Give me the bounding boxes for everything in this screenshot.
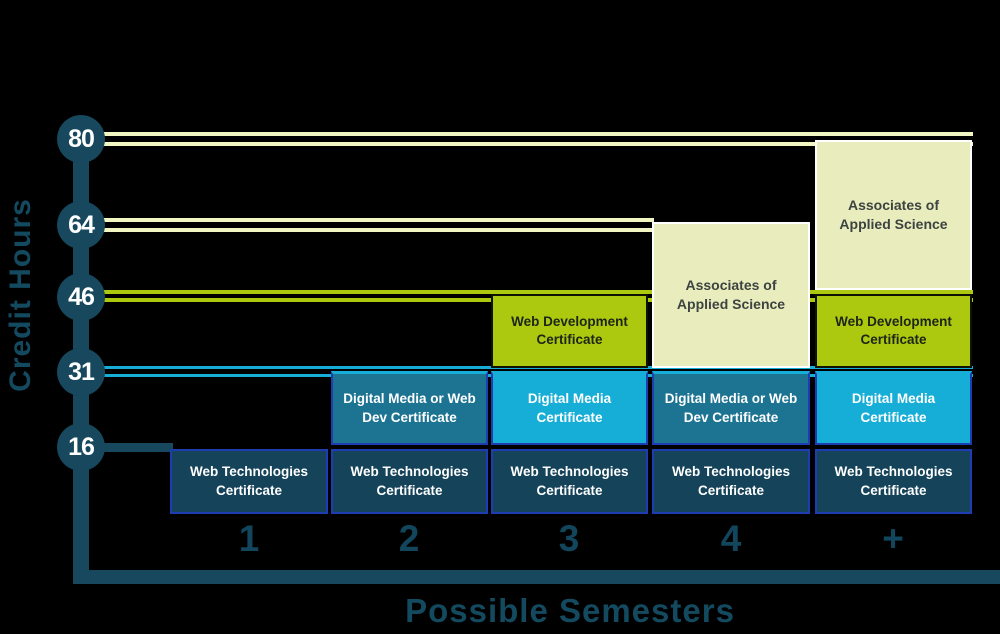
block-label-line: Web Technologies xyxy=(834,464,953,480)
y-tick-80: 80 xyxy=(57,115,105,163)
milestone-line-80 xyxy=(103,132,973,146)
block-label-line: Certificate xyxy=(860,482,927,498)
block-label-line: Web Technologies xyxy=(671,464,790,480)
y-tick-16: 16 xyxy=(57,423,105,471)
block-plus-digital-media: Digital Media Certificate xyxy=(815,371,972,445)
x-tick-plus: + xyxy=(882,518,904,559)
block-label-line: Certificate xyxy=(215,482,283,498)
block-label-line: Associates of xyxy=(847,197,940,214)
x-axis-title: Possible Semesters xyxy=(405,592,735,629)
block-sem3-web-technologies: Web Technologies Certificate xyxy=(491,449,648,514)
block-label-line: Web Development xyxy=(835,313,952,329)
block-label-line: Web Technologies xyxy=(510,464,629,480)
block-label-line: Digital Media or Web xyxy=(343,391,476,407)
x-tick-2: 2 xyxy=(398,518,420,559)
milestone-line-16 xyxy=(103,443,173,452)
block-label-line: Certificate xyxy=(536,332,603,347)
x-tick-4: 4 xyxy=(720,518,742,559)
block-label-line: Certificate xyxy=(376,482,443,498)
block-sem2-digital-media-or-web-dev: Digital Media or Web Dev Certificate xyxy=(331,371,488,445)
y-axis-title: Credit Hours xyxy=(4,198,37,392)
block-label-line: Certificate xyxy=(697,482,765,498)
block-label-line: Certificate xyxy=(860,409,927,425)
y-tick-31: 31 xyxy=(57,348,105,396)
block-label-line: Certificate xyxy=(536,482,603,498)
block-sem3-web-development: Web Development Certificate xyxy=(491,294,648,368)
block-label-line: Applied Science xyxy=(839,216,948,232)
block-label-line: Web Technologies xyxy=(350,464,469,480)
block-plus-web-development: Web Development Certificate xyxy=(815,294,972,368)
block-sem4-web-technologies: Web Technologies Certificate xyxy=(652,449,810,514)
block-label-line: Web Technologies xyxy=(189,464,308,480)
x-axis-line xyxy=(73,570,1000,584)
block-sem4-associates-applied-science: Associates of Applied Science xyxy=(652,222,810,368)
block-label-line: Certificate xyxy=(536,409,603,425)
block-sem4-digital-media-or-web-dev: Digital Media or Web Dev Certificate xyxy=(652,371,810,445)
block-plus-associates-applied-science: Associates of Applied Science xyxy=(815,140,972,290)
block-label-line: Digital Media xyxy=(851,391,936,407)
block-sem2-web-technologies: Web Technologies Certificate xyxy=(331,449,488,514)
block-sem1-web-technologies: Web Technologies Certificate xyxy=(170,449,328,514)
milestone-line-64 xyxy=(103,218,654,232)
block-label-line: Dev Certificate xyxy=(683,409,779,425)
block-plus-web-technologies: Web Technologies Certificate xyxy=(815,449,972,514)
block-label-line: Applied Science xyxy=(676,296,786,312)
block-label-line: Associates of xyxy=(685,277,777,294)
x-tick-3: 3 xyxy=(558,518,580,559)
block-label-line: Dev Certificate xyxy=(362,409,457,425)
y-tick-64: 64 xyxy=(57,201,105,249)
y-tick-46: 46 xyxy=(57,273,105,321)
block-label-line: Digital Media xyxy=(527,391,612,407)
block-label-line: Web Development xyxy=(511,313,628,329)
x-tick-1: 1 xyxy=(238,518,260,559)
block-label-line: Certificate xyxy=(860,332,927,347)
block-sem3-digital-media: Digital Media Certificate xyxy=(491,371,648,445)
block-label-line: Digital Media or Web xyxy=(664,391,798,407)
